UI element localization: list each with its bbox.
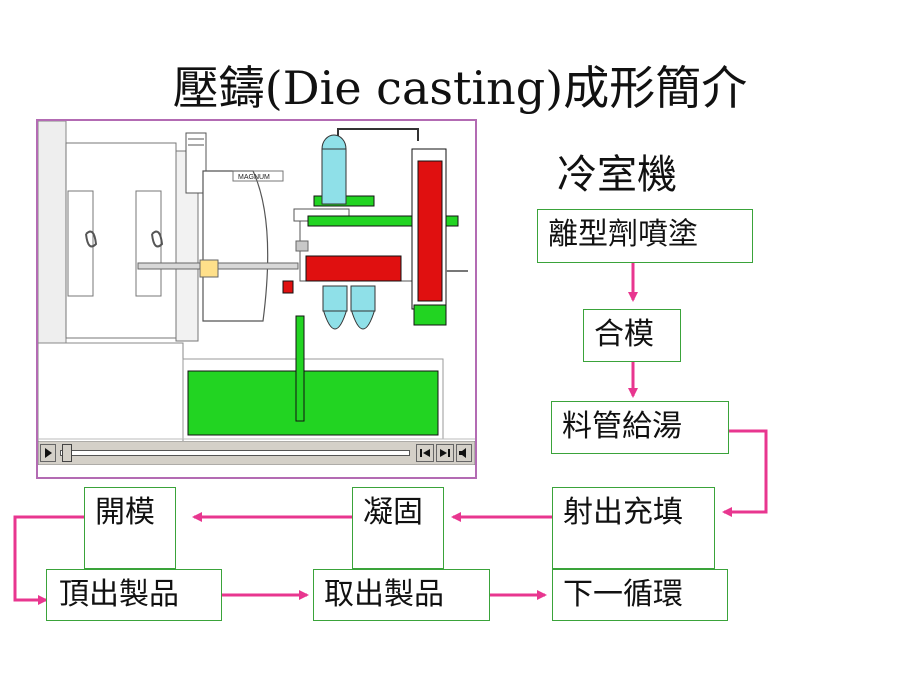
step-next-cycle: 下一循環 (552, 569, 728, 621)
arrow-open-to-eject (13, 515, 84, 605)
step-remove-part: 取出製品 (313, 569, 490, 621)
slide-title: 壓鑄(Die casting)成形簡介 (172, 61, 748, 115)
previous-marker-button[interactable] (416, 444, 434, 462)
step-eject-part: 頂出製品 (46, 569, 222, 621)
skip-forward-icon (440, 449, 450, 457)
play-icon (45, 448, 52, 458)
step-open-mold: 開模 (84, 487, 176, 569)
step-feed-pour: 料管給湯 (551, 401, 729, 454)
die-casting-animation[interactable]: MAGNUM (36, 119, 477, 479)
step-release-spray: 離型劑噴塗 (537, 209, 753, 263)
seek-thumb[interactable] (62, 444, 72, 462)
step-injection-fill: 射出充填 (552, 487, 715, 569)
volume-button[interactable] (456, 444, 472, 462)
skip-back-icon (420, 449, 430, 457)
machine-brand-label: MAGNUM (238, 174, 270, 181)
seek-track[interactable] (60, 450, 410, 456)
step-solidify: 凝固 (352, 487, 444, 569)
next-marker-button[interactable] (436, 444, 454, 462)
speaker-icon (459, 448, 466, 458)
arrow-feed-to-inject (722, 429, 768, 517)
step-close-mold: 合模 (583, 309, 681, 362)
subtitle-cold-chamber: 冷室機 (557, 152, 677, 198)
play-button[interactable] (40, 444, 56, 462)
